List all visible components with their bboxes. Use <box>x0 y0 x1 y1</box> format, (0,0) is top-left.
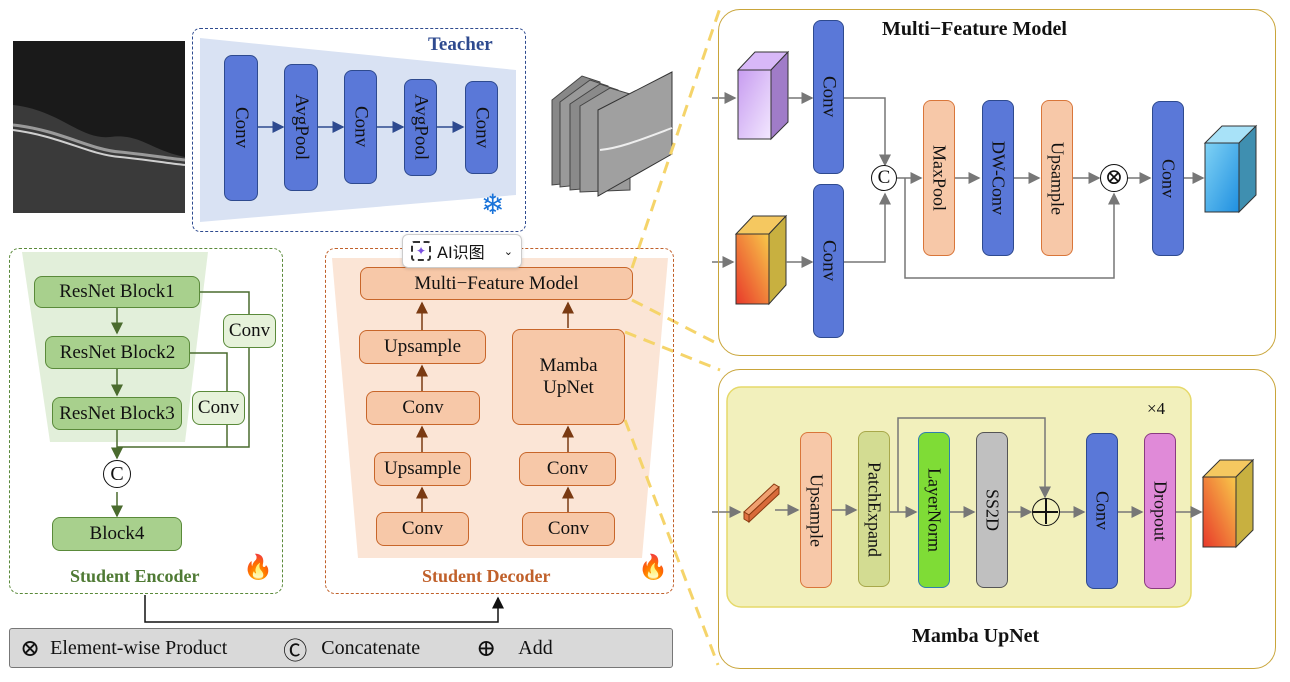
mamba-upnet-panel <box>718 369 1276 669</box>
chevron-down-icon[interactable]: ⌄ <box>503 244 513 258</box>
oct-volume-stack <box>551 71 673 197</box>
mamba-ss2d[interactable]: SS2D <box>976 432 1008 588</box>
student-encoder-title: Student Encoder <box>70 566 200 586</box>
mfm-dw-conv[interactable]: DW-Conv <box>982 100 1014 256</box>
multi-feature-model-title: Multi−Feature Model <box>882 18 1067 40</box>
mfm-final-conv[interactable]: Conv <box>1152 101 1184 256</box>
teacher-avgpool-2[interactable]: AvgPool <box>404 79 437 176</box>
mamba-label-line1: Mamba <box>539 355 598 377</box>
multi-feature-model-panel <box>718 9 1276 356</box>
element-product-symbol: ⊗ <box>1100 164 1128 192</box>
snowflake-icon: ❄ <box>481 190 505 221</box>
ai-recognize-label: AI识图 <box>437 243 485 262</box>
decoder-right-conv-2[interactable]: Conv <box>519 452 616 486</box>
concat-legend-label: Concatenate <box>321 636 421 659</box>
mfm-maxpool[interactable]: MaxPool <box>923 100 955 256</box>
legend-bar: ⊗ Element-wise Product Ⓒ Concatenate ⊕ A… <box>9 628 673 668</box>
mfm-conv-bottom[interactable]: Conv <box>813 184 844 338</box>
block4[interactable]: Block4 <box>52 517 182 551</box>
decoder-right-conv-1[interactable]: Conv <box>522 512 615 546</box>
mamba-upnet-title: Mamba UpNet <box>912 625 1040 647</box>
decoder-upsample-1[interactable]: Upsample <box>374 452 471 486</box>
concat-legend-icon: Ⓒ <box>283 638 308 665</box>
flame-icon: 🔥 <box>243 555 273 581</box>
mamba-patchexpand[interactable]: PatchExpand <box>858 431 890 587</box>
mamba-label-line2: UpNet <box>543 377 594 398</box>
ai-recognize-button[interactable]: ✦ AI识图 ⌄ <box>402 234 522 268</box>
mamba-upsample[interactable]: Upsample <box>800 432 832 588</box>
decoder-conv-2[interactable]: Conv <box>366 391 480 425</box>
teacher-conv-1[interactable]: Conv <box>224 55 258 201</box>
add-legend-label: Add <box>518 636 553 659</box>
sparkle-scan-icon: ✦ <box>411 241 431 261</box>
encoder-side-conv-2[interactable]: Conv <box>192 391 245 425</box>
concat-symbol: C <box>103 460 131 488</box>
decoder-multi-feature-model[interactable]: Multi−Feature Model <box>360 267 633 300</box>
mfm-concat-symbol: C <box>871 165 897 191</box>
teacher-panel <box>192 28 526 232</box>
mfm-conv-top[interactable]: Conv <box>813 20 844 174</box>
add-symbol <box>1032 498 1060 526</box>
teacher-title: Teacher <box>428 34 493 55</box>
decoder-conv-1[interactable]: Conv <box>376 512 469 546</box>
encoder-side-conv-1[interactable]: Conv <box>223 314 276 348</box>
student-encoder-panel <box>9 248 283 594</box>
element-product-legend-label: Element-wise Product <box>50 636 228 659</box>
decoder-mamba-upnet[interactable]: Mamba UpNet <box>512 329 625 425</box>
teacher-conv-2[interactable]: Conv <box>344 70 377 184</box>
add-legend-icon: ⊕ <box>476 635 497 662</box>
product-glyph: ⊗ <box>1104 164 1124 189</box>
decoder-upsample-2[interactable]: Upsample <box>359 330 486 364</box>
teacher-conv-3[interactable]: Conv <box>465 81 498 174</box>
mamba-dropout[interactable]: Dropout <box>1144 433 1176 589</box>
mamba-layernorm[interactable]: LayerNorm <box>918 432 950 588</box>
teacher-avgpool-1[interactable]: AvgPool <box>284 64 318 191</box>
oct-scan-image <box>12 41 186 213</box>
mfm-upsample[interactable]: Upsample <box>1041 100 1073 256</box>
mamba-conv[interactable]: Conv <box>1086 433 1118 589</box>
element-product-legend-icon: ⊗ <box>20 635 41 662</box>
flame-icon: 🔥 <box>638 555 668 581</box>
resnet-block-1[interactable]: ResNet Block1 <box>34 276 200 308</box>
resnet-block-2[interactable]: ResNet Block2 <box>45 336 190 369</box>
resnet-block-3[interactable]: ResNet Block3 <box>52 397 182 430</box>
student-decoder-title: Student Decoder <box>422 566 551 586</box>
repeat-count: ×4 <box>1147 399 1166 418</box>
